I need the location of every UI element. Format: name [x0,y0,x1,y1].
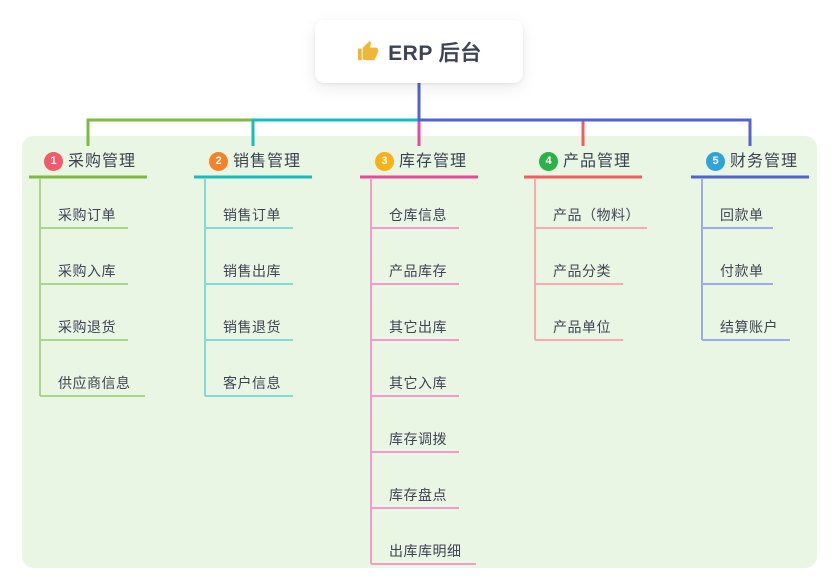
child-node-3-4[interactable]: 其它入库 [389,375,447,391]
child-node-5-1[interactable]: 回款单 [720,207,764,223]
branch-node-4[interactable]: 产品管理 [563,153,632,170]
branch-badge-5: 5 [706,152,725,171]
branch-badge-4: 4 [539,152,558,171]
root-node[interactable]: ERP 后台 [315,20,523,83]
child-node-2-2[interactable]: 销售出库 [223,263,281,279]
child-node-3-3[interactable]: 其它出库 [389,319,447,335]
branch-node-3[interactable]: 库存管理 [399,153,468,170]
child-node-3-1[interactable]: 仓库信息 [389,207,447,223]
child-node-2-1[interactable]: 销售订单 [223,207,281,223]
branch-node-5[interactable]: 财务管理 [730,153,799,170]
child-node-1-2[interactable]: 采购入库 [58,263,116,279]
child-node-4-2[interactable]: 产品分类 [553,263,611,279]
branch-badge-3: 3 [375,152,394,171]
child-node-3-2[interactable]: 产品库存 [389,263,447,279]
thumbs-up-icon [356,40,379,63]
branch-badge-2: 2 [209,152,228,171]
child-node-3-7[interactable]: 出库库明细 [389,543,462,559]
child-node-1-3[interactable]: 采购退货 [58,319,116,335]
background-panel [22,136,817,568]
child-node-3-6[interactable]: 库存盘点 [389,487,447,503]
child-node-1-4[interactable]: 供应商信息 [58,375,131,391]
child-node-4-1[interactable]: 产品（物料） [553,207,640,223]
root-node-label: ERP 后台 [388,41,482,65]
child-node-5-3[interactable]: 结算账户 [720,319,778,335]
child-node-3-5[interactable]: 库存调拨 [389,431,447,447]
child-node-2-4[interactable]: 客户信息 [223,375,281,391]
branch-badge-1: 1 [44,152,63,171]
child-node-4-3[interactable]: 产品单位 [553,319,611,335]
branch-node-1[interactable]: 采购管理 [68,153,137,170]
branch-node-2[interactable]: 销售管理 [233,153,302,170]
child-node-1-1[interactable]: 采购订单 [58,207,116,223]
child-node-5-2[interactable]: 付款单 [720,263,764,279]
child-node-2-3[interactable]: 销售退货 [223,319,281,335]
